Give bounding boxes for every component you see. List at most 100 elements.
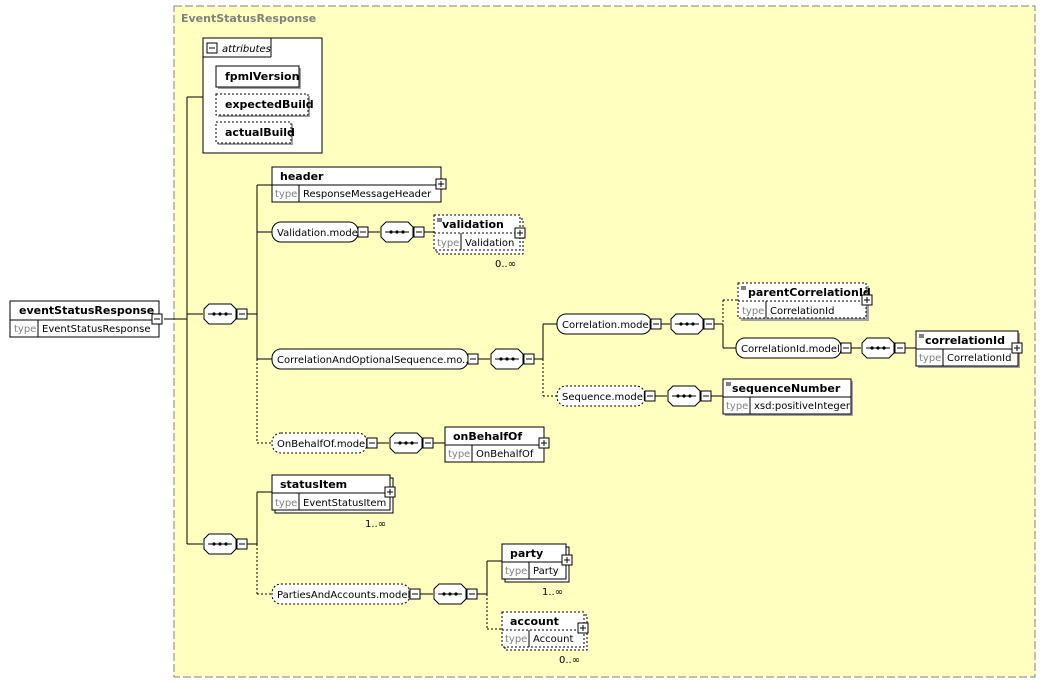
element-validation[interactable]: validation type Validation 0..∞ [433,214,526,270]
type-label: type [919,353,941,364]
model-label: Validation.model [277,228,361,239]
attribute-name: actualBuild [225,126,295,139]
documentation-icon [437,218,442,222]
model-label: CorrelationId.model [741,344,840,355]
element-name: statusItem [280,478,347,491]
type-label: type [505,634,527,645]
collapse-icon[interactable] [703,318,715,330]
element-name: sequenceNumber [732,382,841,395]
root-element[interactable]: eventStatusResponse type EventStatusResp… [9,300,160,338]
attributes-title: attributes [222,44,271,55]
sequence-compositor-correlationId[interactable] [861,337,906,359]
type-value: xsd:positiveInteger [754,401,851,412]
collapse-icon[interactable] [366,437,378,449]
type-label: type [726,401,748,412]
expand-icon[interactable] [861,294,873,306]
expand-icon[interactable] [577,622,589,634]
collapse-icon[interactable] [357,226,369,238]
documentation-icon [726,382,731,386]
collapse-icon[interactable] [236,308,248,320]
cardinality: 0..∞ [495,259,516,270]
model-label: PartiesAndAccounts.model [277,590,410,601]
type-label: type [742,306,764,317]
documentation-icon [919,334,924,338]
sequence-compositor-validation[interactable] [380,221,425,243]
element-party[interactable]: party type Party 1..∞ [501,543,573,598]
type-value: Account [533,634,573,645]
type-value: Validation [465,238,514,249]
attribute-expectedBuild[interactable]: expectedBuild [215,93,314,117]
model-correlationId[interactable]: CorrelationId.model [735,337,852,359]
attribute-actualBuild[interactable]: actualBuild [215,121,295,145]
collapse-icon[interactable] [466,588,478,600]
expand-icon[interactable] [435,178,447,190]
collapse-icon[interactable] [840,342,852,354]
element-onBehalfOf[interactable]: onBehalfOf type OnBehalfOf [444,426,550,463]
documentation-icon [741,286,746,290]
collapse-icon[interactable] [467,353,479,365]
type-label: type [505,566,527,577]
expand-icon[interactable] [561,554,573,566]
model-correlation-and-optional-sequence[interactable]: CorrelationAndOptionalSequence.mo... [271,348,479,370]
model-label: CorrelationAndOptionalSequence.mo... [277,355,472,366]
collapse-icon[interactable] [894,342,906,354]
sequence-compositor-correlation[interactable] [490,348,535,370]
model-label: OnBehalfOf.model [277,439,368,450]
group-title: EventStatusResponse [181,12,316,25]
expand-icon[interactable] [538,437,550,449]
model-correlation[interactable]: Correlation.model [556,313,662,335]
collapse-icon[interactable] [650,318,662,330]
model-onBehalfOf[interactable]: OnBehalfOf.model [271,432,378,454]
collapse-icon[interactable] [206,42,218,54]
element-name: header [280,170,324,183]
element-name: correlationId [925,334,1005,347]
type-label: type [275,498,297,509]
element-name: party [510,547,543,560]
type-value: OnBehalfOf [476,449,534,460]
sequence-compositor-correlation-model[interactable] [670,313,715,335]
expand-icon[interactable] [514,227,526,239]
collapse-icon[interactable] [700,390,712,402]
type-value: EventStatusItem [303,498,386,509]
element-name: validation [442,218,504,231]
model-validation[interactable]: Validation.model [271,221,369,243]
collapse-icon[interactable] [422,437,434,449]
element-name: parentCorrelationId [748,286,871,299]
element-statusItem[interactable]: statusItem type EventStatusItem 1..∞ [271,474,396,530]
cardinality: 1..∞ [542,587,563,598]
collapse-icon[interactable] [523,353,535,365]
sequence-compositor-sequence[interactable] [667,385,712,407]
sequence-compositor-partiesAndAccounts[interactable] [433,583,478,605]
model-label: Sequence.model [562,392,646,403]
collapse-icon[interactable] [644,390,656,402]
type-value: Party [533,566,559,577]
element-correlationId[interactable]: correlationId type CorrelationId [915,330,1023,368]
expand-icon[interactable] [1011,342,1023,354]
expand-icon[interactable] [384,486,396,498]
sequence-compositor-1[interactable] [203,303,248,325]
cardinality: 0..∞ [559,655,580,666]
collapse-icon[interactable] [409,588,421,600]
attribute-fpmlVersion[interactable]: fpmlVersion [215,65,301,89]
element-account[interactable]: account type Account 0..∞ [501,611,589,666]
connectors [164,96,916,630]
element-sequenceNumber[interactable]: sequenceNumber type xsd:positiveInteger [722,378,853,416]
collapse-icon[interactable] [151,313,163,325]
root-type: EventStatusResponse [42,324,151,335]
element-parentCorrelationId[interactable]: parentCorrelationId type CorrelationId [737,282,873,321]
attribute-name: expectedBuild [225,98,314,111]
attributes-panel: attributes fpmlVersion expectedBuild act… [202,37,323,154]
model-label: Correlation.model [562,320,651,331]
model-sequence[interactable]: Sequence.model [556,385,656,407]
collapse-icon[interactable] [236,538,248,550]
root-element-name: eventStatusResponse [19,304,154,317]
collapse-icon[interactable] [413,226,425,238]
element-header[interactable]: header type ResponseMessageHeader [271,166,447,203]
sequence-compositor-onBehalfOf[interactable] [389,432,434,454]
type-value: CorrelationId [947,353,1011,364]
type-value: ResponseMessageHeader [303,189,432,200]
sequence-compositor-2[interactable] [203,533,248,555]
model-partiesAndAccounts[interactable]: PartiesAndAccounts.model [271,583,421,605]
attribute-name: fpmlVersion [225,70,299,83]
